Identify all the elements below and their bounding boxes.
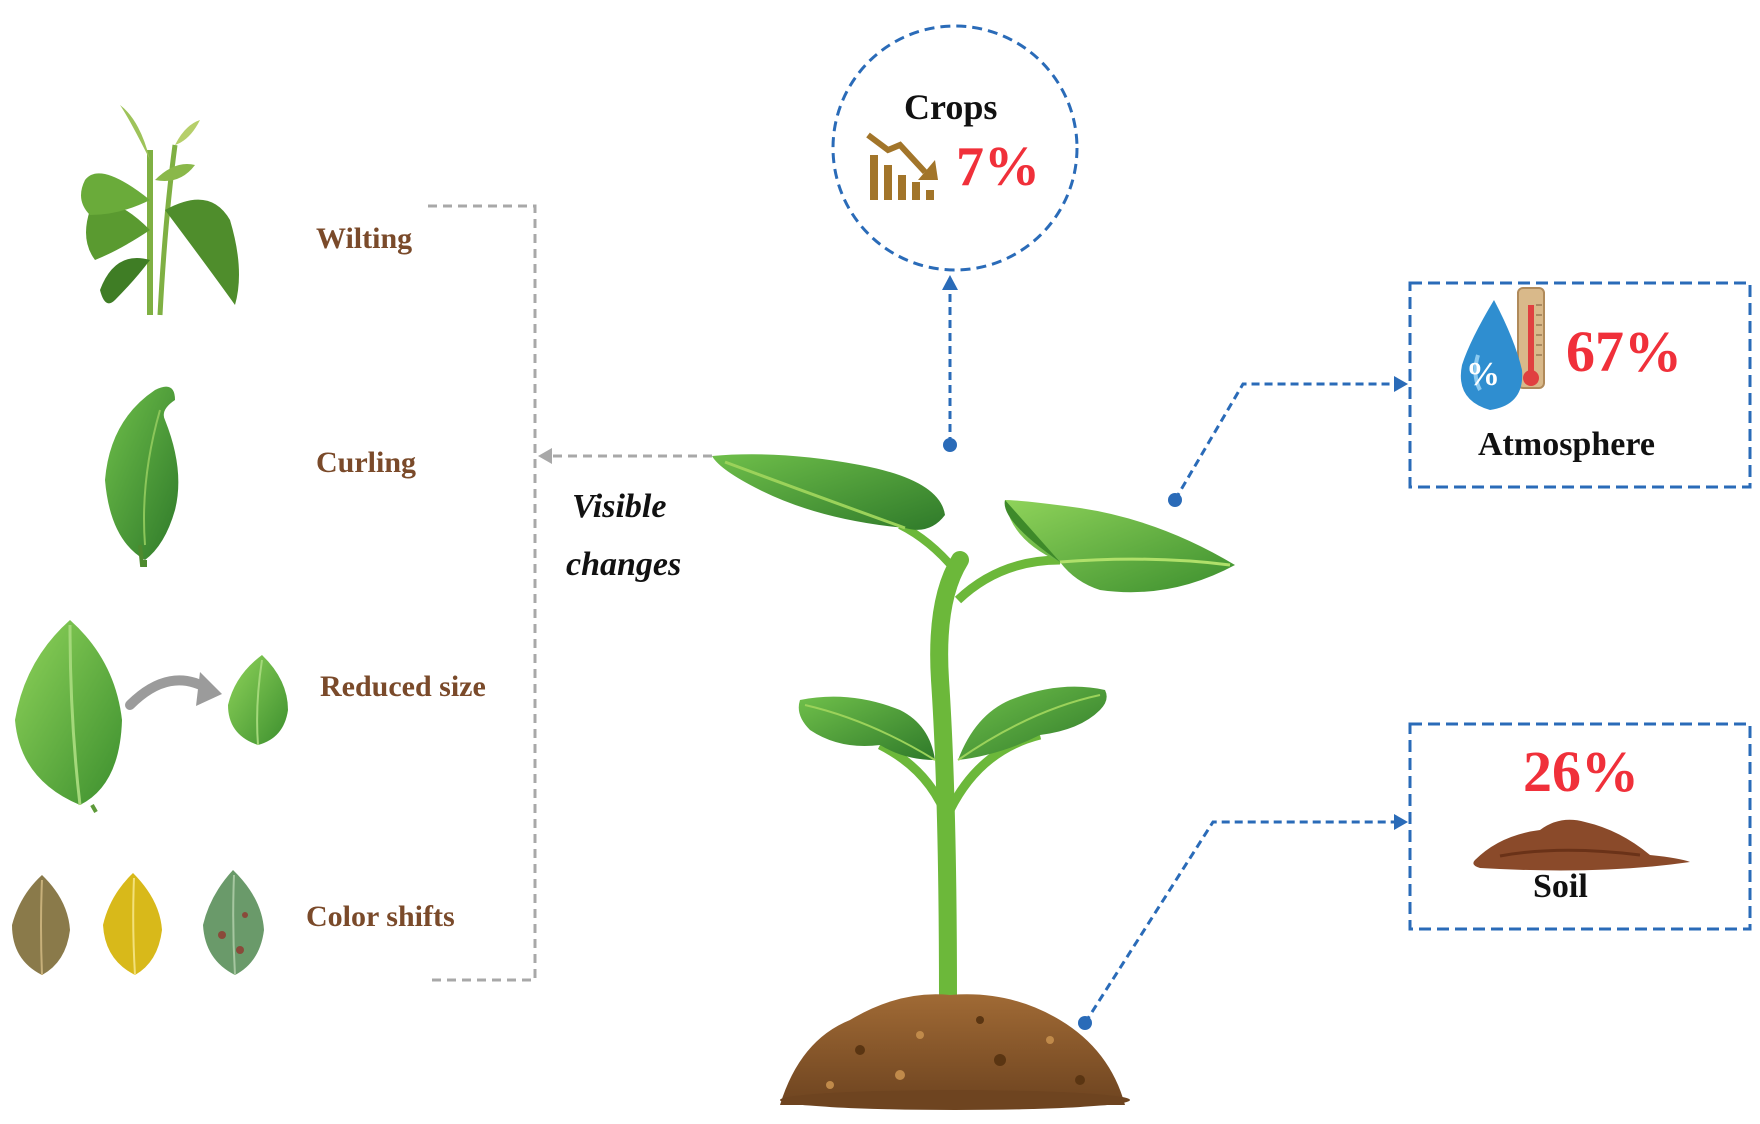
atmosphere-box (1408, 281, 1752, 489)
wilting-plant-icon (81, 105, 239, 316)
atmosphere-percent: 67% (1566, 319, 1682, 384)
humidity-thermometer-icon (1460, 287, 1545, 410)
color-shifts-label: Color shifts (306, 900, 455, 933)
crops-circle (831, 24, 1079, 272)
gray-arrow-head (538, 448, 552, 464)
curling-leaf-icon (105, 386, 179, 567)
soil-percent: 26% (1523, 739, 1639, 804)
color-shift-leaves-icon (12, 870, 264, 976)
crops-percent: 7% (956, 136, 1040, 198)
wilting-label: Wilting (316, 222, 413, 255)
declining-chart-icon (866, 132, 938, 200)
seedling-icon (712, 454, 1235, 1009)
blue-connectors (948, 285, 1395, 1024)
soil-box (1408, 722, 1752, 931)
crops-label: Crops (904, 87, 998, 127)
reduced-size-label: Reduced size (320, 670, 486, 703)
connector-arrow-heads (942, 275, 1408, 830)
connector-dots (943, 438, 1182, 1030)
curling-label: Curling (316, 446, 417, 479)
visible-changes-line2: changes (566, 546, 682, 583)
visible-changes-bracket (428, 204, 712, 982)
soil-pile-icon (1473, 819, 1690, 871)
humidity-percent-glyph: % (1466, 356, 1500, 393)
atmosphere-label: Atmosphere (1478, 426, 1655, 463)
visible-changes-line1: Visible (572, 488, 667, 525)
soil-mound-icon (780, 994, 1130, 1110)
soil-label: Soil (1533, 868, 1588, 905)
reduced-size-leaves-icon (15, 620, 288, 813)
